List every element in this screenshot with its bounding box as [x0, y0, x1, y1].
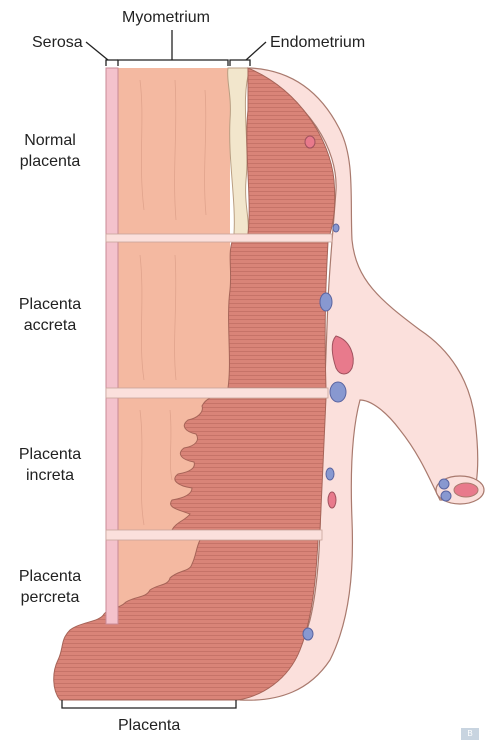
vessel-blue-3 — [330, 382, 346, 402]
vessel-blue-4 — [326, 468, 334, 480]
row-label-normal: Normal placenta — [0, 130, 100, 172]
myometrium-label: Myometrium — [122, 8, 210, 28]
watermark-logo: B — [461, 728, 479, 740]
placenta-bracket — [62, 700, 236, 708]
divider-1 — [106, 234, 332, 242]
endometrium-bracket — [230, 60, 250, 66]
placenta-accreta — [228, 242, 328, 388]
row-label-accreta: Placenta accreta — [0, 294, 100, 336]
serosa-strip — [106, 68, 118, 624]
row-label-increta: Placenta increta — [0, 444, 100, 486]
vessel-blue-5 — [303, 628, 313, 640]
serosa-bracket — [106, 60, 118, 66]
vessel-blue-2 — [320, 293, 332, 311]
cord-artery-2 — [441, 491, 451, 501]
serosa-label: Serosa — [32, 33, 83, 53]
row-label-percreta-line2: percreta — [0, 587, 100, 608]
endometrium-normal — [228, 68, 250, 234]
myometrium-normal — [118, 68, 230, 234]
row-label-percreta-line1: Placenta — [0, 566, 100, 587]
myometrium-bracket — [118, 60, 228, 66]
myometrium-accreta — [118, 242, 230, 388]
placenta-increta — [171, 398, 326, 530]
row-label-accreta-line1: Placenta — [0, 294, 100, 315]
cord-vein — [454, 483, 478, 497]
endometrium-label: Endometrium — [270, 33, 365, 53]
top-brackets — [86, 30, 266, 66]
divider-2 — [106, 388, 328, 398]
placenta-label: Placenta — [118, 716, 180, 736]
row-label-normal-line2: placenta — [0, 151, 100, 172]
row-label-increta-line2: increta — [0, 465, 100, 486]
row-label-normal-line1: Normal — [0, 130, 100, 151]
vessel-red-3 — [328, 492, 336, 508]
row-label-accreta-line2: accreta — [0, 315, 100, 336]
divider-3 — [106, 530, 322, 540]
vessel-red-1 — [305, 136, 315, 148]
row-label-increta-line1: Placenta — [0, 444, 100, 465]
row-label-percreta: Placenta percreta — [0, 566, 100, 608]
cord-artery-1 — [439, 479, 449, 489]
vessel-blue-1 — [333, 224, 339, 232]
